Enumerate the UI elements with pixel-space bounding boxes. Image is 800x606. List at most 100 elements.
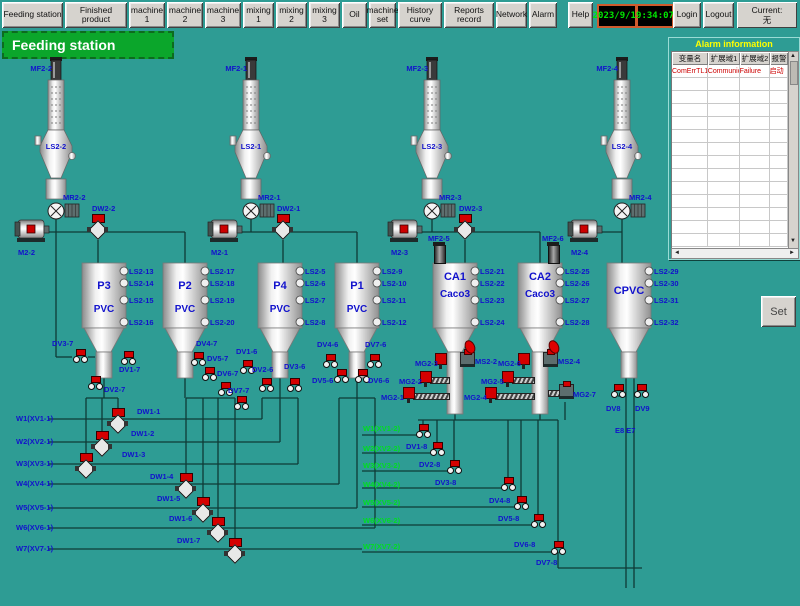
- valve-mg2-2[interactable]: [420, 371, 432, 387]
- valve-part-icon: [370, 354, 380, 361]
- silo-material-p3: PVC: [93, 304, 115, 315]
- valve-dv5-8[interactable]: [513, 496, 530, 510]
- alarm-empty-cell: [708, 221, 740, 233]
- tab-machine-3[interactable]: machine 3: [205, 2, 241, 28]
- scroll-down-icon[interactable]: ▼: [790, 238, 796, 244]
- label-ms2-4: MS2-4: [558, 357, 581, 366]
- valve-dv5-6[interactable]: [333, 369, 350, 383]
- valve-dv2-6[interactable]: [258, 378, 275, 392]
- tab-network[interactable]: Network: [496, 2, 527, 28]
- label-ls2-2: LS2-2: [45, 142, 67, 151]
- valve-mg2-3[interactable]: [435, 353, 447, 369]
- valve-dv1-7[interactable]: [120, 351, 137, 365]
- valve-dv4-6[interactable]: [322, 354, 339, 368]
- tab-machine-set[interactable]: machine set: [366, 2, 399, 28]
- valve-dv8[interactable]: [610, 384, 627, 398]
- alarm-vertical-scrollbar[interactable]: ▲ ▼: [788, 51, 799, 249]
- screw-conveyor-2: [413, 393, 450, 400]
- tab-machine-1[interactable]: machine 1: [129, 2, 165, 28]
- alarm-empty-cell: [740, 195, 770, 207]
- date-display[interactable]: 2023/9/19: [593, 4, 641, 28]
- label-dv3-7: DV3-7: [52, 339, 74, 348]
- set-button[interactable]: Set: [761, 296, 796, 327]
- valve-dw1-7[interactable]: [224, 538, 246, 565]
- tab-mixing-3[interactable]: mixing 3: [309, 2, 340, 28]
- alarm-cell: Failure: [740, 65, 770, 77]
- valve-dv1-8[interactable]: [415, 424, 432, 438]
- valve-dw1-3[interactable]: [75, 453, 97, 480]
- tab-help[interactable]: Help: [568, 2, 593, 28]
- valve-dv4-8[interactable]: [500, 477, 517, 491]
- valve-dw1-5[interactable]: [192, 497, 214, 524]
- label-dv4-7: DV4-7: [196, 339, 218, 348]
- logout-button[interactable]: Logout: [703, 2, 734, 28]
- sensor-label-ls2-6: LS2-6: [305, 279, 326, 288]
- valve-dv7-8[interactable]: [550, 541, 567, 555]
- motor-ms2-4[interactable]: [543, 349, 558, 367]
- label-m2-1: M2-1: [211, 248, 229, 257]
- scroll-thumb[interactable]: [790, 61, 798, 85]
- motor-ms2-2[interactable]: [460, 349, 475, 367]
- valve-dv4-7[interactable]: [190, 352, 207, 366]
- valve-dv9[interactable]: [633, 384, 650, 398]
- blower-m2-3[interactable]: [387, 219, 423, 242]
- tab-history-curve[interactable]: History curve: [398, 2, 442, 28]
- valve-dv3-7[interactable]: [72, 349, 89, 363]
- valve-dw1-1[interactable]: [107, 408, 129, 435]
- tab-alarm[interactable]: Alarm: [529, 2, 557, 28]
- blower-m2-1[interactable]: [207, 219, 243, 242]
- valve-dw1-2[interactable]: [91, 431, 113, 458]
- tab-mixing-1[interactable]: mixing 1: [243, 2, 274, 28]
- tab-finished-product[interactable]: Finished product: [65, 2, 127, 28]
- label-dv5-7: DV5-7: [207, 354, 229, 363]
- valve-dv7-6[interactable]: [366, 354, 383, 368]
- label-mg2-2: MG2-2: [399, 377, 422, 386]
- tab-feeding-station[interactable]: Feeding station: [2, 2, 63, 28]
- valve-mg2-6[interactable]: [518, 353, 530, 369]
- valve-dw2-2[interactable]: [87, 214, 109, 241]
- valve-part-icon: [194, 352, 204, 359]
- valve-dv6-8[interactable]: [530, 514, 547, 528]
- alarm-empty-cell: [770, 182, 788, 194]
- scroll-up-icon[interactable]: ▲: [790, 53, 796, 59]
- valve-dv1-6[interactable]: [239, 360, 256, 374]
- alarm-horizontal-scrollbar[interactable]: ◄ ►: [671, 248, 799, 259]
- pipes: [45, 218, 642, 588]
- valve-part-icon: [514, 503, 521, 510]
- valve-mg2-1[interactable]: [403, 387, 415, 403]
- valve-dw2-1[interactable]: [272, 214, 294, 241]
- valve-part-icon: [209, 510, 213, 515]
- valve-dv2-8[interactable]: [429, 442, 446, 456]
- scroll-left-icon[interactable]: ◄: [674, 250, 680, 256]
- valve-dv7-7[interactable]: [233, 396, 250, 410]
- filter-mf2-6[interactable]: [547, 242, 560, 264]
- scroll-right-icon[interactable]: ►: [789, 250, 795, 256]
- label-w3-xv3-1: W3(XV3-1): [16, 459, 54, 468]
- valve-dv6-7[interactable]: [217, 382, 234, 396]
- valve-mg2-4[interactable]: [485, 387, 497, 403]
- motor-mg2-7[interactable]: [559, 381, 574, 399]
- valve-dv3-6[interactable]: [286, 378, 303, 392]
- valve-part-icon: [637, 384, 647, 391]
- valve-dv5-7[interactable]: [201, 367, 218, 381]
- login-button[interactable]: Login: [673, 2, 701, 28]
- label-w7-xv7-2: W7(XV7-2): [363, 542, 401, 551]
- blower-m2-2[interactable]: [14, 219, 50, 242]
- tab-machine-2[interactable]: machine 2: [167, 2, 203, 28]
- valve-mg2-5[interactable]: [502, 371, 514, 387]
- tab-mixing-2[interactable]: mixing 2: [276, 2, 307, 28]
- valve-dv6-6[interactable]: [354, 369, 371, 383]
- valve-dw2-3[interactable]: [454, 214, 476, 241]
- filter-mf2-5[interactable]: [433, 242, 446, 264]
- tab-oil[interactable]: Oil: [342, 2, 367, 28]
- valve-part-icon: [551, 548, 558, 555]
- valve-dw1-6[interactable]: [207, 517, 229, 544]
- valve-dv3-8[interactable]: [446, 460, 463, 474]
- valve-dv2-7[interactable]: [87, 376, 104, 390]
- valve-dw1-4[interactable]: [175, 473, 197, 500]
- tab-reports-record[interactable]: Reports record: [444, 2, 494, 28]
- label-dv5-8: DV5-8: [498, 514, 520, 523]
- blower-m2-4[interactable]: [567, 219, 603, 242]
- alarm-empty-cell: [672, 130, 708, 142]
